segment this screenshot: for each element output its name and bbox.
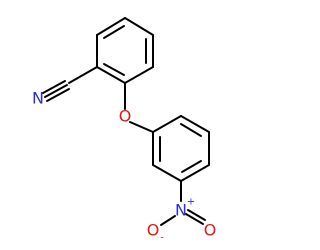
bond — [96, 66, 126, 84]
nitro-n-label: N — [175, 201, 187, 220]
bond — [152, 164, 182, 182]
nitro-group — [160, 180, 206, 226]
nitro-n-charge: + — [187, 197, 195, 208]
aromatic-inner-bond — [180, 123, 202, 137]
bond — [96, 17, 126, 36]
nitrile-n-label: N — [32, 89, 44, 108]
structure-canvas: N O N + O - O — [32, 17, 217, 244]
aromatic-inner-bond — [103, 63, 125, 76]
bond — [180, 115, 210, 133]
benzonitrile-ring — [96, 17, 154, 84]
nitro-o2-label: O — [204, 221, 217, 240]
bond — [180, 164, 210, 182]
bond — [124, 17, 154, 36]
bond — [152, 115, 182, 133]
bond — [68, 66, 98, 84]
ether-linkage — [124, 82, 154, 133]
nitrile-group — [42, 66, 98, 102]
double-bond — [185, 213, 204, 225]
bond — [160, 215, 176, 226]
bond — [129, 121, 154, 133]
bond — [124, 66, 154, 84]
aromatic-inner-bond — [181, 160, 202, 173]
aromatic-inner-bond — [103, 25, 125, 39]
nitrophenyl-ring — [152, 115, 210, 182]
ether-o-label: O — [119, 107, 132, 126]
double-bond — [187, 209, 206, 221]
nitro-o-charge: - — [160, 233, 164, 244]
triple-bond — [44, 84, 68, 98]
nitro-o-label: O — [147, 221, 160, 240]
molecule-drawing: N O N + O - O — [32, 17, 217, 244]
triple-bond — [42, 80, 66, 94]
triple-bond — [46, 88, 70, 102]
